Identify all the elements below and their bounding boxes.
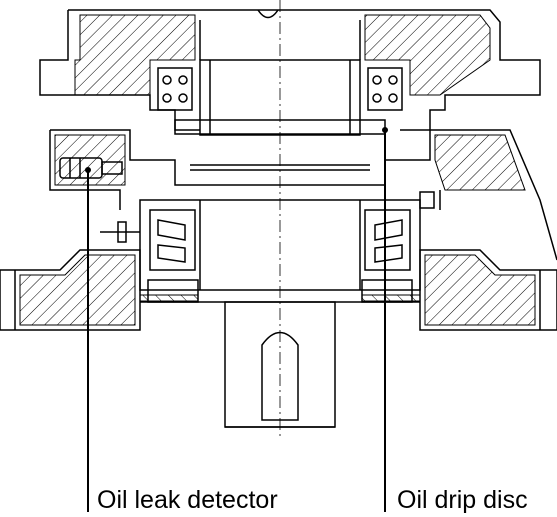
upper-bearing-left — [157, 67, 193, 111]
upper-bearing-right — [367, 67, 403, 111]
mounting-flange — [0, 249, 141, 331]
lower-bearing-right — [364, 209, 411, 271]
lower-bearing-left — [149, 209, 196, 271]
oil-leak-detector-label: Oil leak detector — [97, 486, 278, 514]
oil-drip-disc-label: Oil drip disc — [397, 486, 528, 514]
output-shaft — [224, 301, 336, 428]
upper-housing — [68, 9, 541, 131]
